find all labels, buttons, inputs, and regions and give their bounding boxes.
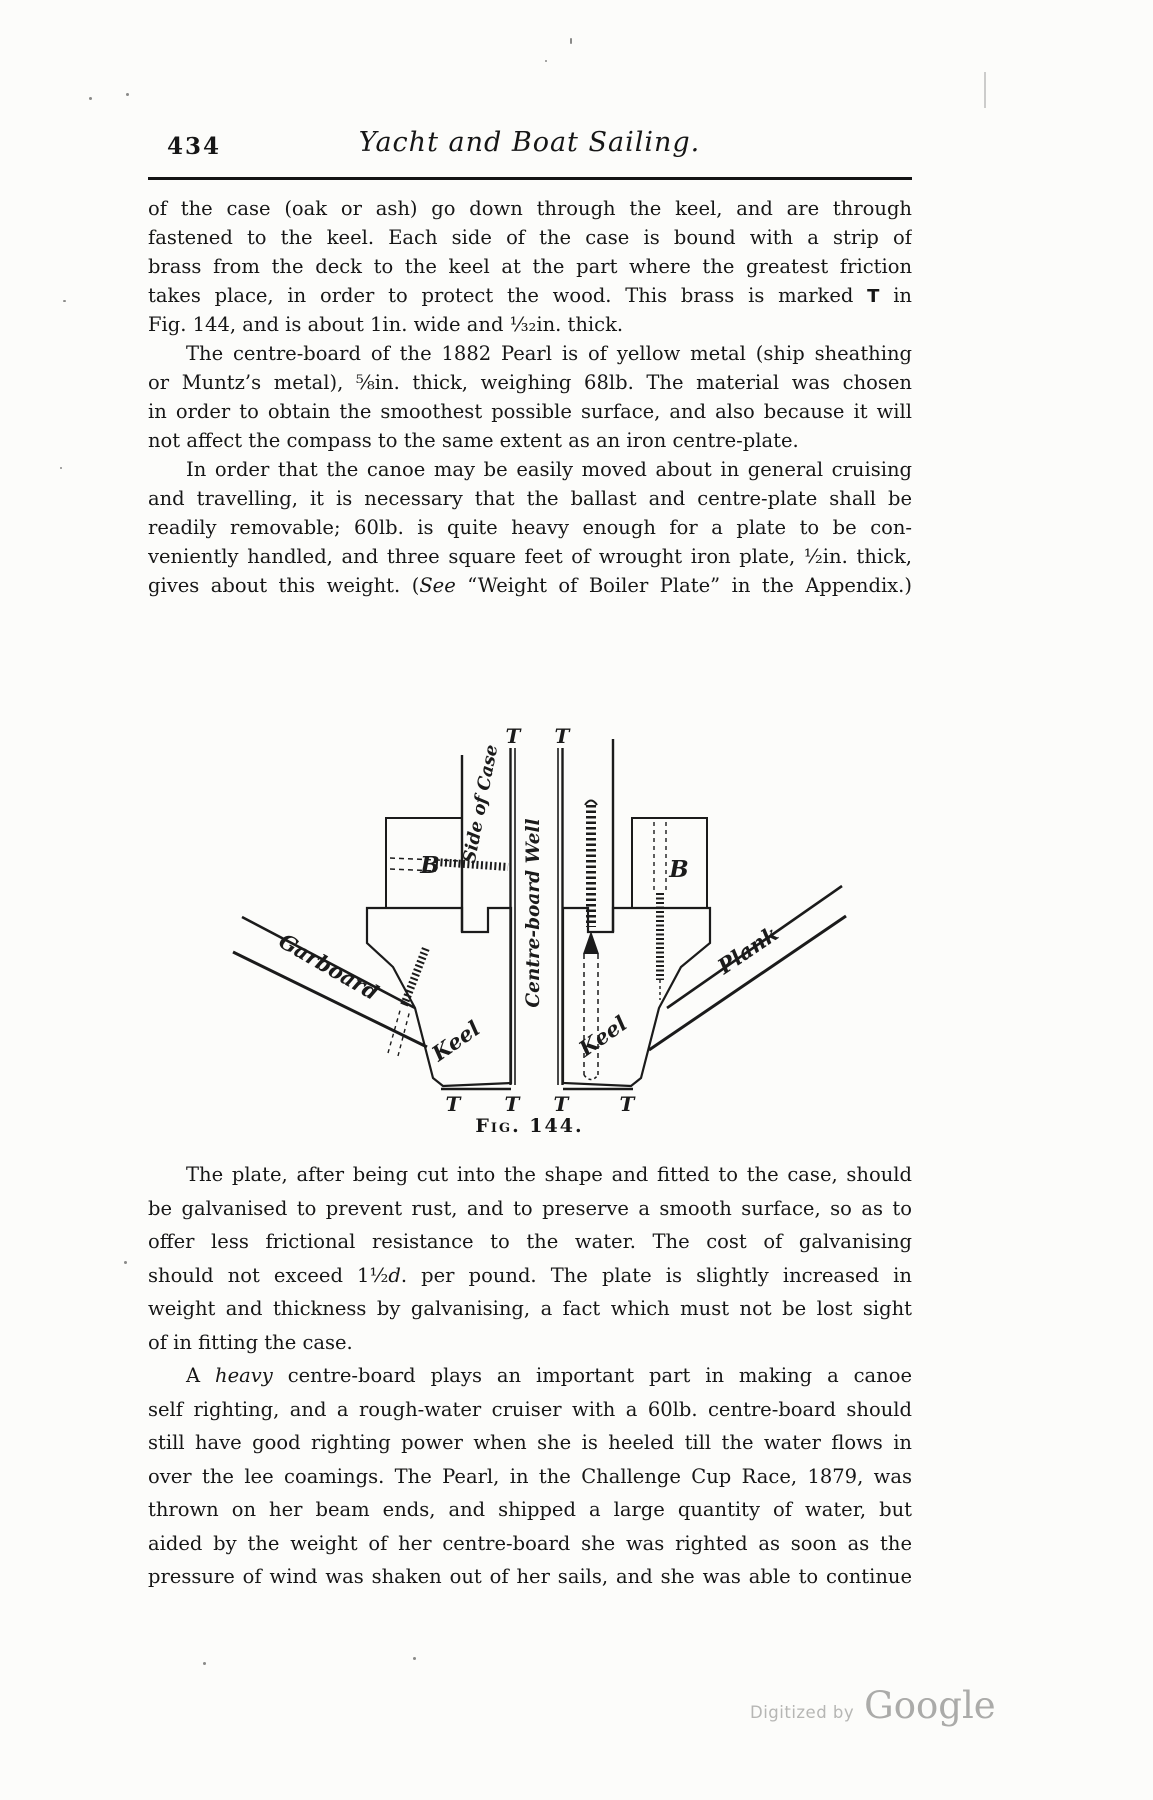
text-segment: in order to obtain the smoothest possibl… [148, 400, 912, 423]
text-segment: d [388, 1263, 401, 1287]
text-segment: be galvanised to prevent rust, and to pr… [148, 1196, 912, 1220]
text-segment: veniently handled, and three square feet… [148, 545, 912, 568]
text-segment: A [186, 1364, 216, 1387]
figure-label-centre-board-well: Centre-board Well [523, 818, 544, 1007]
figure-label-plank: Plank [712, 921, 783, 980]
text-segment: pressure of wind was shaken out of her s… [148, 1565, 912, 1588]
text-line: brass from the deck to the keel at the p… [148, 252, 912, 281]
text-line: of the case (oak or ash) go down through… [148, 194, 912, 223]
text-line: The centre-board of the 1882 Pearl is of… [148, 339, 912, 368]
figure-144: T T Side of Case Centre-board Well B B G… [230, 655, 850, 1116]
text-segment: “Weight of Boiler Plate” in the Appendix… [455, 574, 912, 597]
scan-speck [60, 467, 62, 469]
text-segment: Fig. 144, and is about 1in. wide and ¹⁄₃… [148, 313, 624, 336]
text-line: still have good righting power when she … [148, 1426, 912, 1460]
text-line: fastened to the keel. Each side of the c… [148, 223, 912, 252]
text-line: and travelling, it is necessary that the… [148, 484, 912, 513]
text-line: A heavy centre-board plays an important … [148, 1359, 912, 1393]
text-segment: and travelling, it is necessary that the… [148, 487, 912, 510]
text-line: of in fitting the case. [148, 1326, 912, 1360]
text-line: offer less frictional resistance to the … [148, 1225, 912, 1259]
text-segment: self righting, and a rough-water cruiser… [148, 1397, 912, 1421]
text-segment: or Muntz’s metal), ⅝in. thick, weighing … [148, 371, 912, 394]
text-line: gives about this weight. (See “Weight of… [148, 571, 912, 600]
text-segment: thrown on her beam ends, and shipped a l… [148, 1498, 912, 1521]
text-segment: still have good righting power when she … [148, 1431, 912, 1454]
text-line: takes place, in order to protect the woo… [148, 281, 912, 310]
text-segment: over the lee coamings. The Pearl, in the… [148, 1464, 912, 1488]
text-segment: of in fitting the case. [148, 1330, 353, 1354]
scan-speck [203, 1662, 206, 1665]
text-segment: See [419, 574, 456, 597]
text-line: pressure of wind was shaken out of her s… [148, 1560, 912, 1594]
scan-speck [570, 38, 572, 44]
text-line: The plate, after being cut into the shap… [148, 1158, 912, 1192]
text-line: self righting, and a rough-water cruiser… [148, 1393, 912, 1427]
text-segment: offer less frictional resistance to the … [148, 1230, 912, 1253]
google-logo: Google [864, 1684, 996, 1727]
text-segment: aided by the weight of her centre-board … [148, 1531, 912, 1555]
text-segment: takes place, in order to protect the woo… [148, 284, 868, 307]
text-line: In order that the canoe may be easily mo… [148, 455, 912, 484]
text-segment: should not exceed 1½ [148, 1263, 389, 1287]
figure-label-t-top-left: T [506, 724, 523, 748]
text-line: thrown on her beam ends, and shipped a l… [148, 1493, 912, 1527]
figure-label-b-left: B [419, 852, 439, 879]
scan-speck [124, 1261, 127, 1264]
text-segment: readily removable; 60lb. is quite heavy … [148, 516, 912, 539]
text-line: over the lee coamings. The Pearl, in the… [148, 1460, 912, 1494]
text-segment: T [867, 286, 880, 307]
scan-speck [89, 97, 92, 100]
watermark-prefix: Digitized by [750, 1703, 855, 1722]
header-rule [148, 177, 912, 180]
scan-speck [126, 93, 129, 96]
scan-edge-line [984, 72, 986, 108]
text-segment: . per pound. The plate is slightly incre… [400, 1263, 912, 1287]
text-segment: heavy [215, 1364, 273, 1387]
text-line: in order to obtain the smoothest possibl… [148, 397, 912, 426]
page-number: 434 [167, 133, 222, 160]
watermark: Digitized by Google [750, 1684, 996, 1727]
figure-label-keel-left: Keel [426, 1016, 484, 1067]
text-line: should not exceed 1½d. per pound. The pl… [148, 1259, 912, 1293]
text-line: Fig. 144, and is about 1in. wide and ¹⁄₃… [148, 310, 912, 339]
text-block-top: of the case (oak or ash) go down through… [148, 194, 912, 600]
text-line: aided by the weight of her centre-board … [148, 1527, 912, 1561]
text-segment: The centre-board of the 1882 Pearl is of… [186, 342, 912, 365]
text-line: veniently handled, and three square feet… [148, 542, 912, 571]
figure-label-keel-right: Keel [573, 1011, 631, 1062]
figure-label-t-bottom-1: T [446, 1092, 463, 1115]
text-line: not affect the compass to the same exten… [148, 426, 912, 455]
figure-label-side-of-case: Side of Case [460, 743, 503, 865]
text-segment: of the case (oak or ash) go down through… [148, 197, 912, 220]
text-segment: not affect the compass to the same exten… [148, 429, 799, 452]
figure-label-t-bottom-4: T [620, 1092, 637, 1115]
text-segment: in [879, 284, 912, 307]
text-line: or Muntz’s metal), ⅝in. thick, weighing … [148, 368, 912, 397]
text-segment: In order that the canoe may be easily mo… [186, 458, 912, 481]
figure-label-b-right: B [668, 856, 688, 883]
text-segment: centre-board plays an important part in … [272, 1364, 912, 1387]
text-line: readily removable; 60lb. is quite heavy … [148, 513, 912, 542]
figure-label-t-bottom-2: T [505, 1092, 522, 1115]
scan-speck [413, 1657, 416, 1660]
figure-label-t-bottom-3: T [554, 1092, 571, 1115]
text-segment: fastened to the keel. Each side of the c… [148, 226, 912, 249]
text-segment: The plate, after being cut into the shap… [186, 1163, 912, 1186]
figure-caption: Fig. 144. [475, 1115, 584, 1137]
text-segment: weight and thickness by galvanising, a f… [148, 1297, 912, 1320]
text-segment: gives about this weight. ( [148, 574, 420, 597]
scan-speck [545, 60, 547, 62]
text-line: weight and thickness by galvanising, a f… [148, 1292, 912, 1326]
page-header-title: Yacht and Boat Sailing. [358, 127, 701, 158]
text-block-bottom: The plate, after being cut into the shap… [148, 1158, 912, 1594]
figure-144-diagram: T T Side of Case Centre-board Well B B G… [232, 724, 847, 1116]
scan-speck [63, 300, 66, 302]
figure-label-t-top-right: T [555, 724, 572, 748]
text-line: be galvanised to prevent rust, and to pr… [148, 1192, 912, 1226]
text-segment: brass from the deck to the keel at the p… [148, 255, 912, 278]
